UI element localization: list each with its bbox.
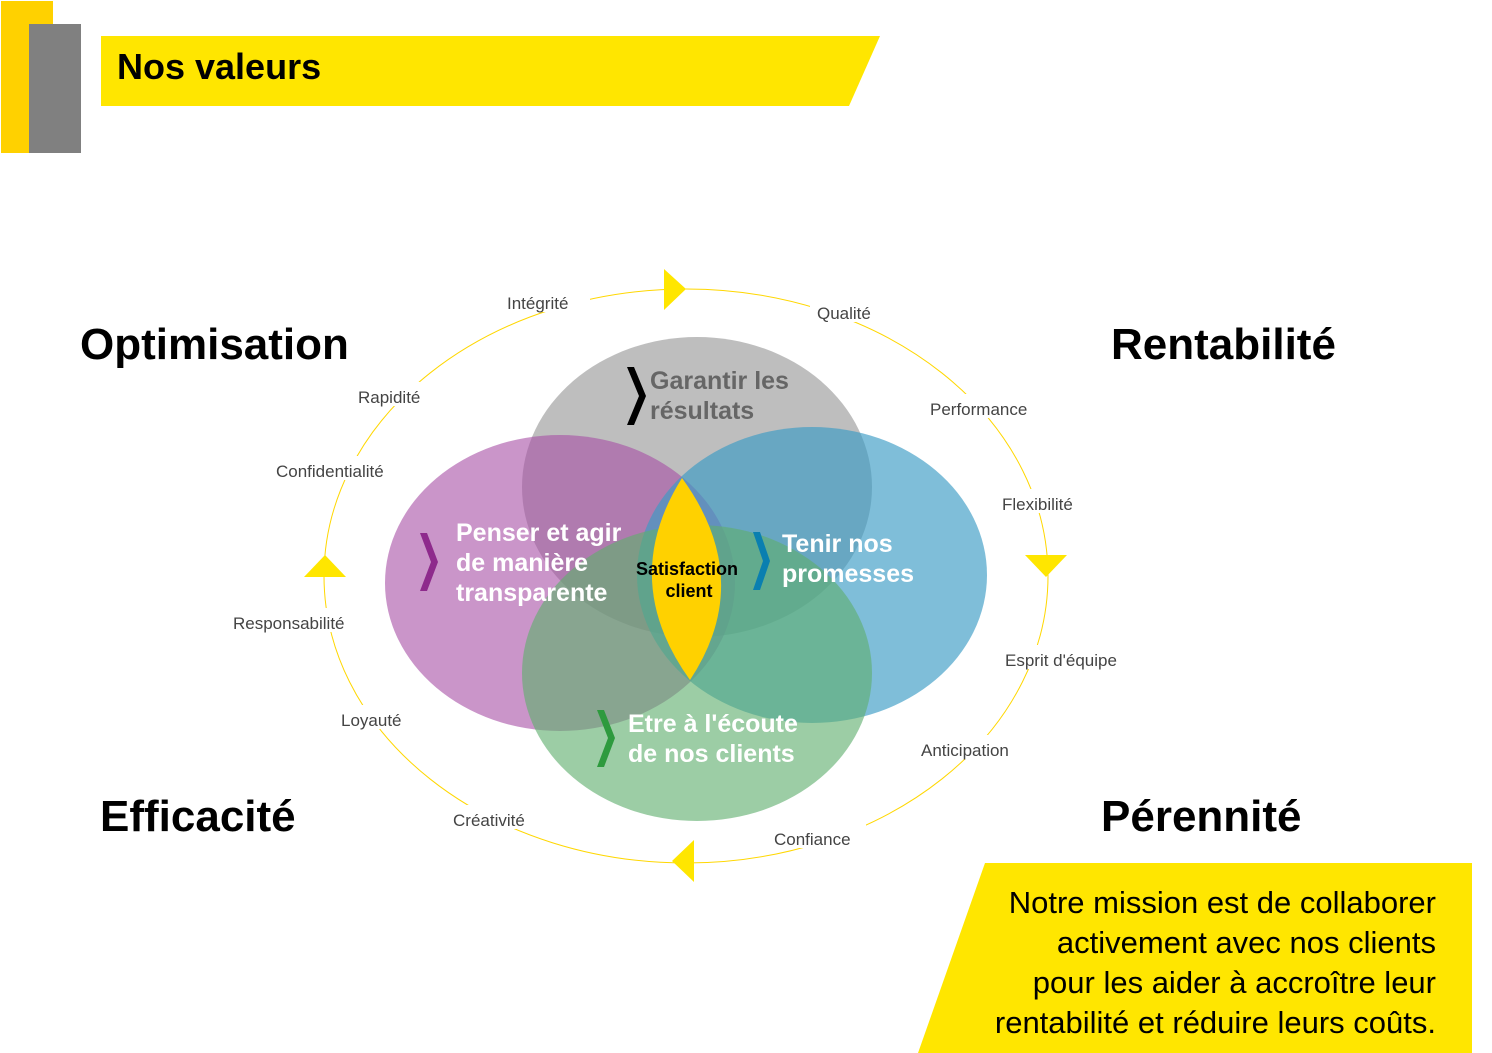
ring-value: Créativité [453,811,525,830]
arrow-down-icon [1025,555,1067,577]
chevron-icon [627,367,646,425]
mission-line: rentabilité et réduire leurs coûts. [994,1005,1436,1040]
ring-value: Qualité [817,304,871,323]
mission-line: activement avec nos clients [1056,925,1436,960]
ring-value: Responsabilité [233,614,345,633]
arrow-right-icon [664,269,686,310]
ring-value: Confiance [774,830,851,849]
mission-box [918,863,1472,1053]
ring-value: Intégrité [507,294,568,313]
ring-value: Esprit d'équipe [1005,651,1117,670]
title-banner [101,36,880,106]
ring-value: Flexibilité [1002,495,1073,514]
ring-value: Performance [930,400,1027,419]
chevron-icon [753,532,770,590]
mission-statement: Notre mission est de collaborer activeme… [918,863,1472,1053]
header-accent-gray [29,24,81,153]
chevron-icon [420,533,438,591]
mission-line: Notre mission est de collaborer [1008,885,1436,920]
mission-line: pour les aider à accroître leur [1032,965,1436,1000]
label-perennite: Pérennité [1101,792,1302,841]
ring-value: Anticipation [921,741,1009,760]
ring-value: Confidentialité [276,462,384,481]
label-efficacite: Efficacité [100,792,296,841]
page-title: Nos valeurs [117,46,321,87]
arrow-up-icon [304,555,346,577]
ring-labels: Intégrité Qualité Performance Flexibilit… [228,288,1135,849]
arrow-left-icon [672,840,694,882]
ring-value: Rapidité [358,388,420,407]
center-satisfaction [651,478,722,680]
label-rentabilite: Rentabilité [1111,320,1336,369]
chevron-icon [597,710,615,767]
ring-value: Loyauté [341,711,402,730]
label-optimisation: Optimisation [80,320,349,369]
